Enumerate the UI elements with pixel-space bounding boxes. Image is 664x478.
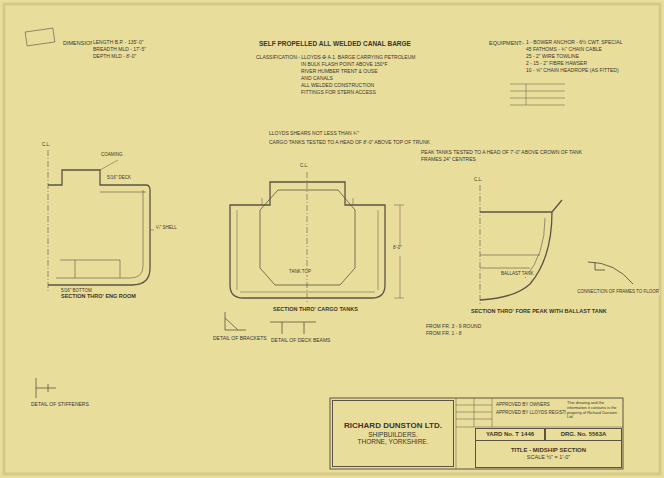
note: LLOYDS SHEARS NOT LESS THAN ¾" [268, 131, 360, 137]
scantling: 5/16" DECK [106, 176, 132, 181]
sections [25, 28, 633, 469]
equipment-table [510, 84, 565, 105]
part-name: TANK TOP [288, 270, 312, 275]
revision-grid [456, 398, 623, 469]
detail-title: DETAIL OF STIFFENERS [30, 402, 90, 408]
classification-note: ALL WELDED CONSTRUCTION [300, 83, 375, 89]
box-text: SCALE ½" = 1'-0" [527, 454, 570, 461]
centre-line [307, 172, 308, 302]
note: PEAK TANKS TESTED TO A HEAD OF 7'-0" ABO… [420, 150, 583, 156]
dimension: 8'-0" [392, 246, 403, 251]
title-box: TITLE - MIDSHIP SECTIONSCALE ½" = 1'-0" [475, 440, 622, 468]
equipment-item: 25 - 2" WIRE TOWLINE [525, 54, 580, 60]
classification-note: AND CANALS [300, 76, 334, 82]
dimension: LENGTH B.P. - 135'-0" [92, 40, 144, 46]
box-heading: TITLE - MIDSHIP SECTION [511, 447, 586, 454]
sheet-heading: SELF PROPELLED ALL WELDED CANAL BARGE [258, 40, 412, 47]
centre-line [48, 150, 49, 292]
approval: APPROVED BY LLOYDS REGISTER [495, 411, 572, 416]
firm-name-box: RICHARD DUNSTON LTD.SHIPBUILDERS.THORNE,… [332, 400, 454, 467]
scantling: 5/16" BOTTOM [60, 289, 93, 294]
section-title: SECTION THRO' FORE PEAK WITH BALLAST TAN… [470, 308, 608, 314]
box-heading: RICHARD DUNSTON LTD. [344, 421, 442, 431]
note: FROM FR. 1 - 8 [425, 331, 463, 337]
box-text: THORNE, YORKSHIRE. [357, 438, 428, 446]
connection-detail [588, 262, 633, 284]
bracket-detail [225, 312, 246, 330]
classification-note: CLASSIFICATION:- LLOYDS ✠ A.1. BARGE CAR… [255, 55, 416, 61]
scantling: ¼" SHELL [155, 226, 178, 231]
paper-edge [4, 4, 660, 474]
fore-peak-hull [480, 200, 562, 300]
equipment-heading: EQUIPMENT:- [488, 40, 525, 46]
centre-line-mark: C.L. [41, 143, 51, 148]
classification-note: RIVER HUMBER TRENT & OUSE [300, 69, 379, 75]
cargo-frames [237, 198, 378, 292]
part-name: BALLAST TANK [500, 272, 535, 277]
ownership-note: This drawing and the information it cont… [566, 401, 622, 420]
cargo-hull [230, 182, 385, 298]
part-name: COAMING [100, 153, 124, 158]
box-text: SHIPBUILDERS. [368, 431, 418, 439]
engine-room-frames [56, 190, 146, 278]
note: CARGO TANKS TESTED TO A HEAD OF 8'-0" AB… [268, 140, 431, 146]
section-title: SECTION THRO' CARGO TANKS [272, 306, 359, 312]
stiffener-detail [36, 378, 56, 398]
detail-title: DETAIL OF BRACKETS [212, 336, 268, 342]
box-heading: DRG. No. 5563A [561, 431, 607, 438]
equipment-item: 2 - 15 - 2" FIBRE HAWSER [525, 61, 588, 67]
equipment-item: 10 - ⅝" CHAIN HEADROPE (AS FITTED) [525, 68, 620, 74]
engine-room-hull [48, 170, 150, 285]
deck-beam-detail [270, 322, 316, 334]
centre-line [480, 185, 481, 305]
cargo-tank [260, 190, 355, 285]
detail-title: DETAIL OF DECK BEAMS [270, 338, 331, 344]
dimension: BREADTH MLD - 17'-5" [92, 47, 147, 53]
centre-line-mark: C.L. [473, 178, 483, 183]
fore-peak-frames [480, 218, 545, 278]
leader [100, 160, 154, 230]
equipment-item: 1 - BOWER ANCHOR - 6½ CWT. SPECIAL [525, 40, 623, 46]
dimension: DEPTH MLD - 8'-0" [92, 54, 137, 60]
approval: APPROVED BY OWNERS [495, 403, 551, 408]
note: FROM FR. 3 - 9 ROUND [425, 324, 482, 330]
approval-stamp [25, 28, 55, 46]
classification-note: FITTINGS FOR STERN ACCESS [300, 90, 377, 96]
classification-note: IN BULK FLASH POINT ABOVE 150°F [300, 62, 389, 68]
detail-title: CONNECTION OF FRAMES TO FLOOR [576, 290, 660, 295]
title-block [330, 398, 623, 469]
centre-line-mark: C.L. [299, 164, 309, 169]
equipment-item: 45 FATHOMS - ¾" CHAIN CABLE [525, 47, 603, 53]
dimension-line [394, 205, 404, 298]
box-heading: YARD No. T 1446 [486, 431, 534, 438]
note: FRAMES 24" CENTRES [420, 157, 477, 163]
